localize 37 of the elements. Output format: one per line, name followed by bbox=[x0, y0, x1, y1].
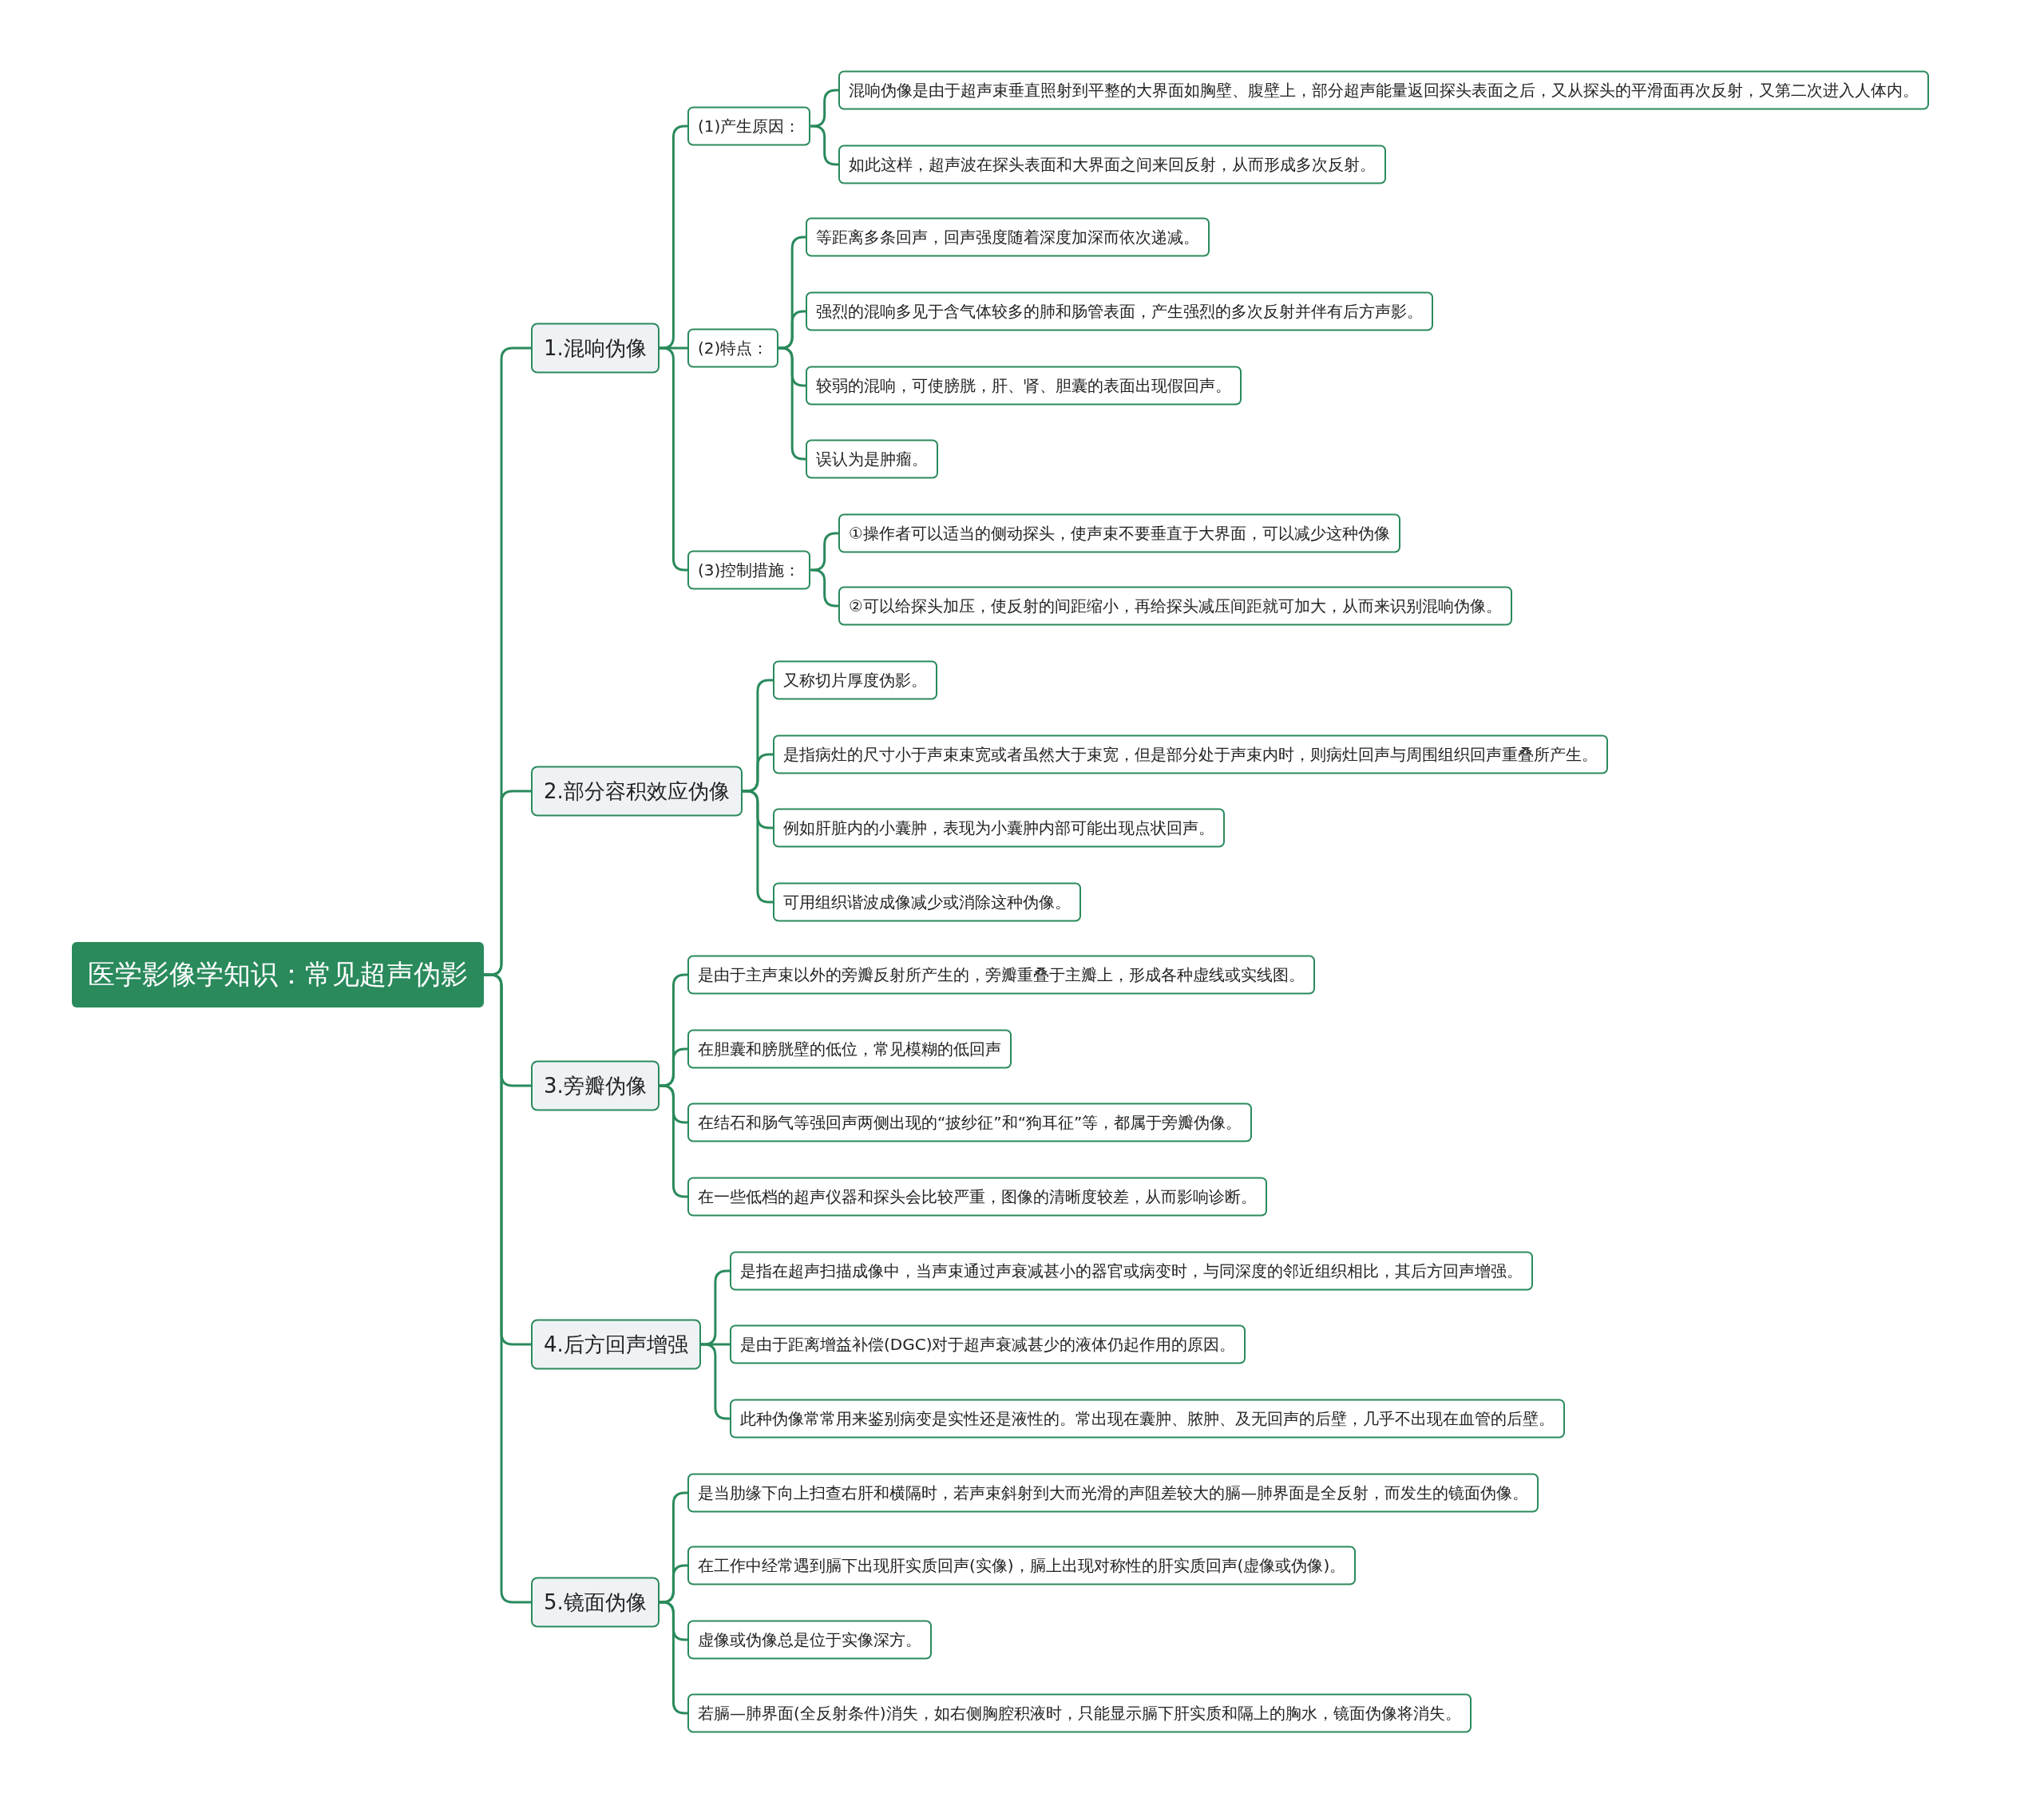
branch-topic: 4.后方回声增强 bbox=[531, 1319, 701, 1370]
branch-topic: 2.部分容积效应伪像 bbox=[531, 766, 743, 817]
subtopic-box: 是由于主声束以外的旁瓣反射所产生的，旁瓣重叠于主瓣上，形成各种虚线或实线图。 bbox=[687, 955, 1315, 995]
connector-line bbox=[810, 125, 838, 166]
subtopic-box: ②可以给探头加压，使反射的间距缩小，再给探头减压间距就可加大，从而来识别混响伪像。 bbox=[838, 586, 1512, 626]
subtopic-box: 在一些低档的超声仪器和探头会比较严重，图像的清晰度较差，从而影响诊断。 bbox=[687, 1177, 1267, 1217]
subtopic-box: 如此这样，超声波在探头表面和大界面之间来回反射，从而形成多次反射。 bbox=[838, 144, 1386, 184]
root-topic: 医学影像学知识：常见超声伪影 bbox=[72, 942, 484, 1007]
subtopic-box: (2)特点： bbox=[687, 328, 779, 368]
subtopic-box: (3)控制措施： bbox=[687, 550, 811, 590]
subtopic-box: 虚像或伪像总是位于实像深方。 bbox=[687, 1620, 932, 1660]
subtopic-box: ①操作者可以适当的侧动探头，使声束不要垂直于大界面，可以减少这种伪像 bbox=[838, 513, 1400, 553]
subtopic-box: 等距离多条回声，回声强度随着深度加深而依次递减。 bbox=[806, 217, 1210, 257]
subtopic-box: 例如肝脏内的小囊肿，表现为小囊肿内部可能出现点状回声。 bbox=[773, 808, 1225, 848]
connector-line bbox=[778, 310, 806, 350]
subtopic-box: 可用组织谐波成像减少或消除这种伪像。 bbox=[773, 882, 1081, 922]
connector-line bbox=[810, 568, 838, 608]
subtopic-box: 又称切片厚度伪影。 bbox=[773, 660, 937, 700]
subtopic-box: 是当肋缘下向上扫查右肝和横隔时，若声束斜射到大而光滑的声阻差较大的膈—肺界面是全反射，而发生的镜面伪像。 bbox=[687, 1473, 1539, 1513]
subtopic-box: (1)产生原因： bbox=[687, 106, 811, 146]
connector-line bbox=[742, 790, 773, 904]
connector-line bbox=[484, 973, 531, 1604]
subtopic-box: 在工作中经常遇到膈下出现肝实质回声(实像)，膈上出现对称性的肝实质回声(虚像或伪像)。 bbox=[687, 1546, 1357, 1585]
subtopic-box: 在胆囊和膀胱壁的低位，常见模糊的低回声 bbox=[687, 1029, 1012, 1069]
subtopic-box: 混响伪像是由于超声束垂直照射到平整的大界面如胸壁、腹壁上，部分超声能量返回探头表面之后，又从探头的平滑面再次反射，又第二次进入人体内。 bbox=[838, 70, 1929, 110]
subtopic-box: 若膈—肺界面(全反射条件)消失，如右侧胸腔积液时，只能显示膈下肝实质和隔上的胸水，镜面伪像将消失。 bbox=[687, 1693, 1472, 1733]
branch-topic: 3.旁瓣伪像 bbox=[531, 1060, 660, 1111]
subtopic-box: 较弱的混响，可使膀胱，肝、肾、胆囊的表面出现假回声。 bbox=[806, 366, 1242, 406]
subtopic-box: 强烈的混响多见于含气体较多的肺和肠管表面，产生强烈的多次反射并伴有后方声影。 bbox=[806, 291, 1433, 331]
subtopic-box: 是指病灶的尺寸小于声束束宽或者虽然大于束宽，但是部分处于声束内时，则病灶回声与周围组织回声重叠所产生。 bbox=[773, 734, 1608, 774]
subtopic-box: 误认为是肿瘤。 bbox=[806, 439, 938, 479]
branch-topic: 5.镜面伪像 bbox=[531, 1577, 660, 1628]
subtopic-box: 在结石和肠气等强回声两侧出现的“披纱征”和“狗耳征”等，都属于旁瓣伪像。 bbox=[687, 1102, 1253, 1142]
subtopic-box: 是指在超声扫描成像中，当声束通过声衰减甚小的器官或病变时，与同深度的邻近组织相比，其后方回声增强。 bbox=[730, 1251, 1533, 1291]
subtopic-box: 是由于距离增益补偿(DGC)对于超声衰减甚少的液体仍起作用的原因。 bbox=[730, 1324, 1246, 1364]
branch-topic: 1.混响伪像 bbox=[531, 323, 660, 374]
subtopic-box: 此种伪像常常用来鉴别病变是实性还是液性的。常出现在囊肿、脓肿、及无回声的后壁，几乎不出现在血管的后壁。 bbox=[730, 1399, 1565, 1439]
